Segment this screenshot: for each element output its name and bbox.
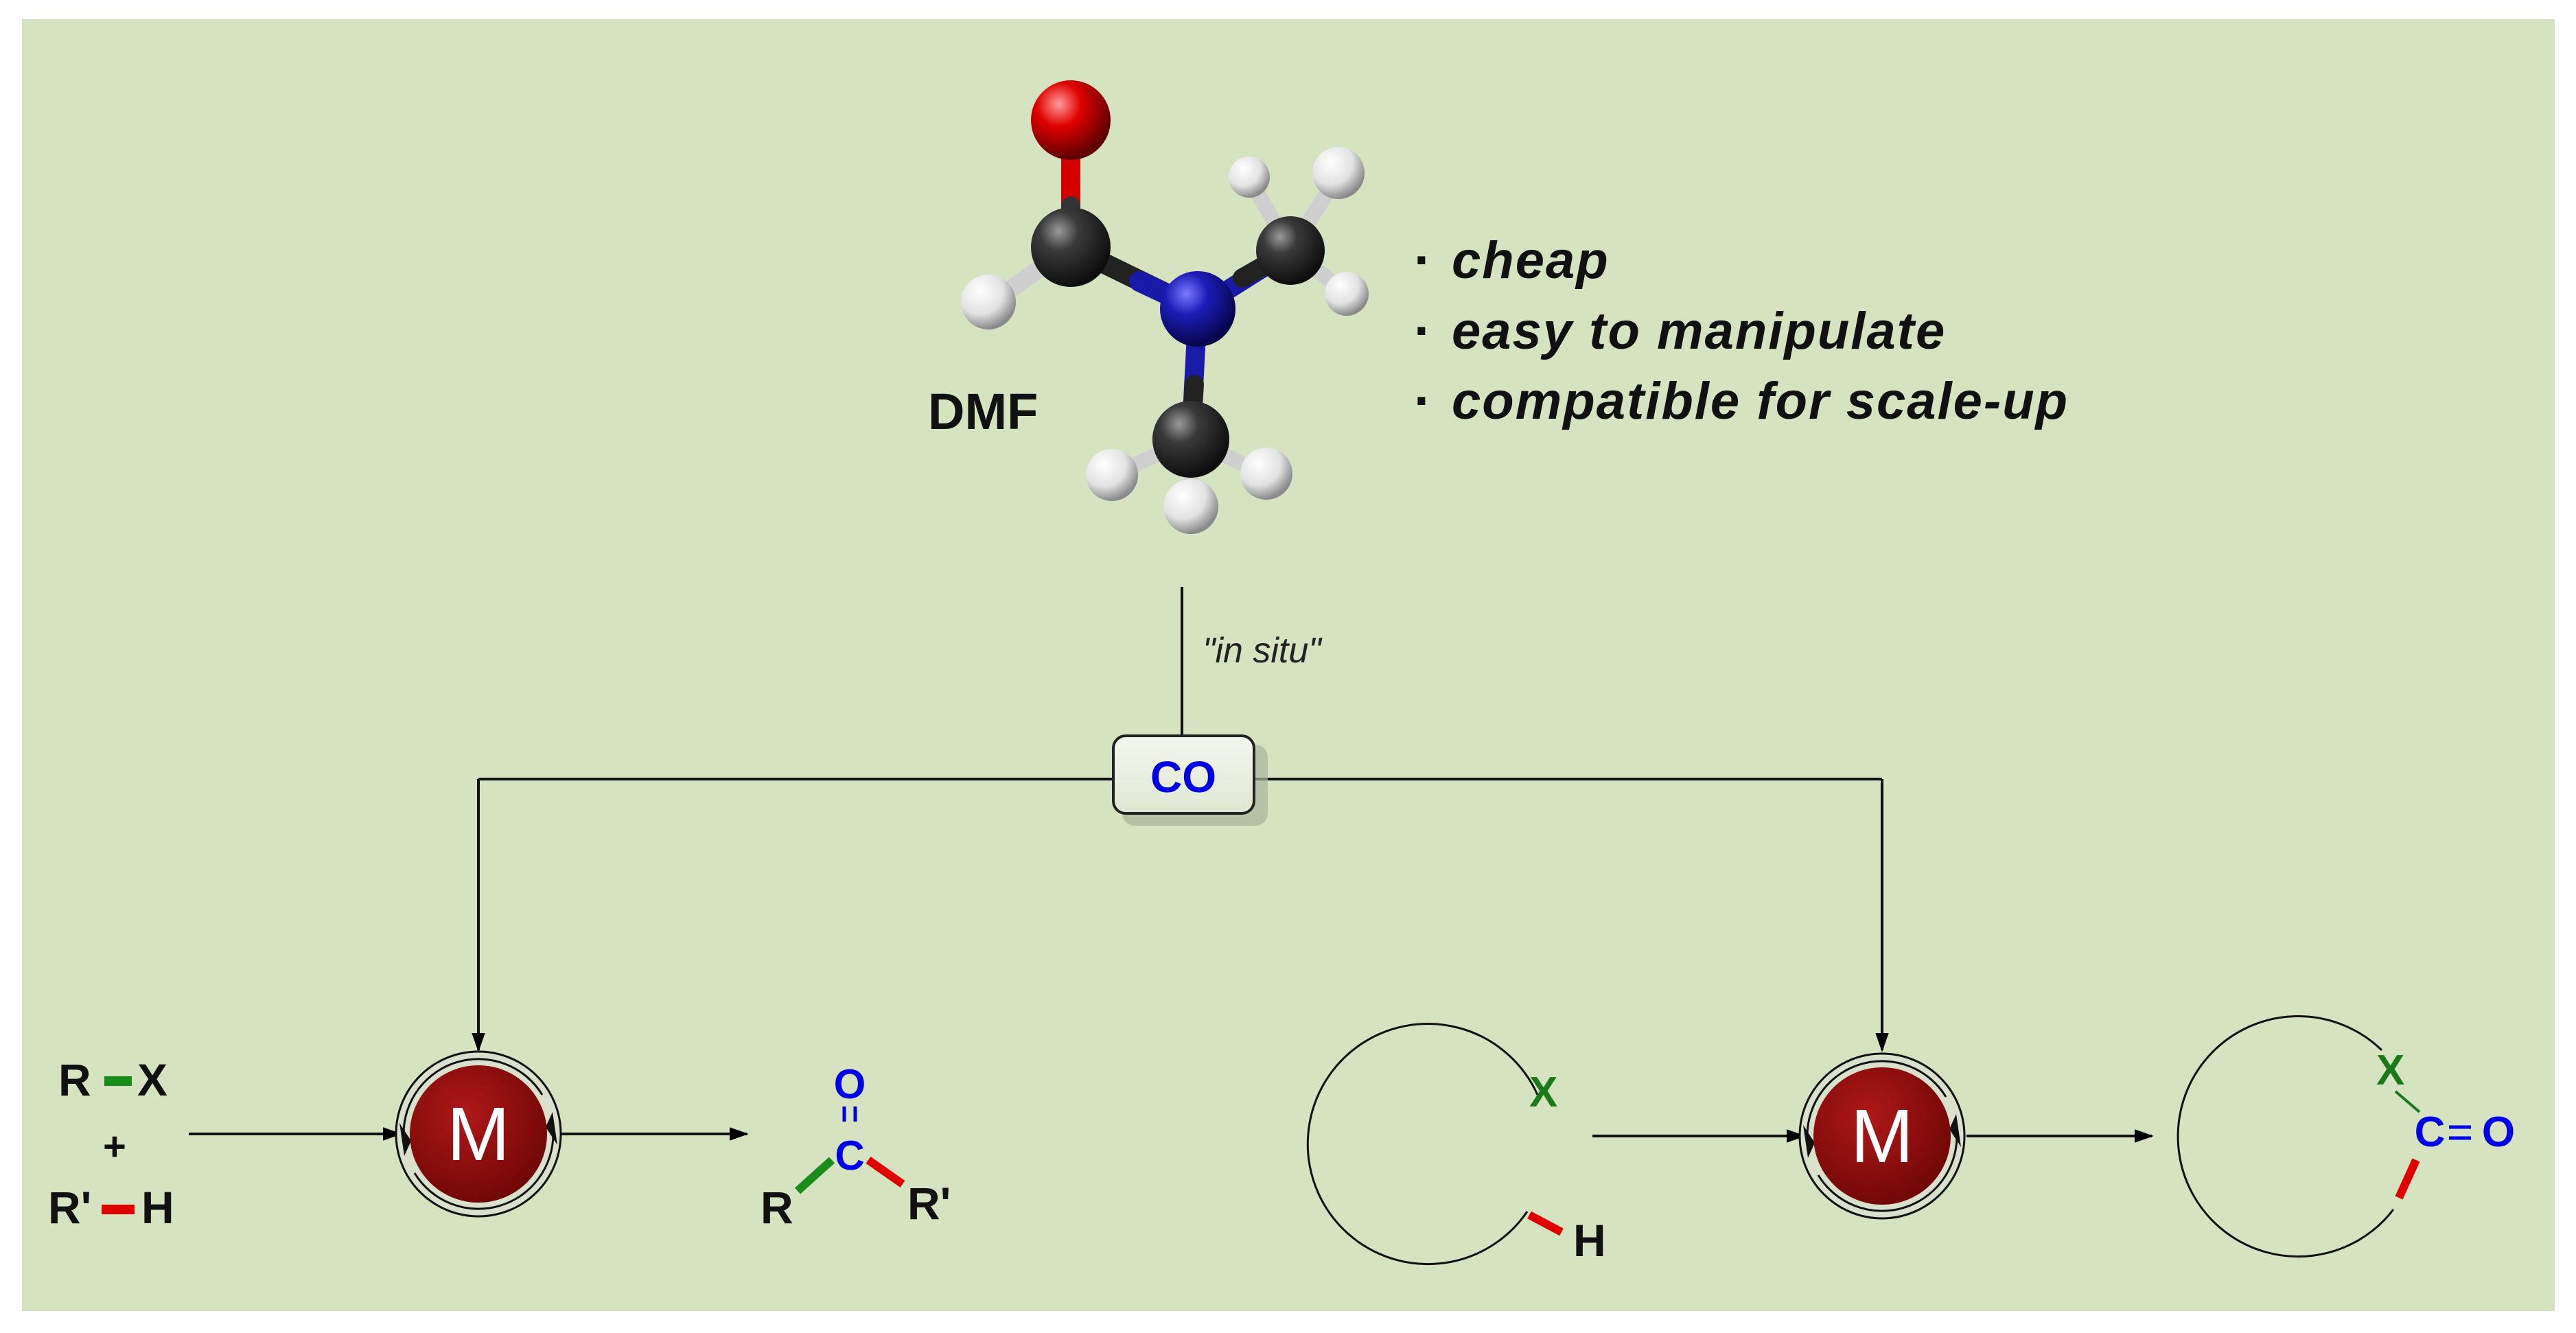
reactant-r-prime: R' [48, 1182, 91, 1233]
carbon-atom [1152, 401, 1229, 478]
bond-r-c-green [794, 1157, 835, 1194]
substrate-ring [1306, 1023, 1539, 1265]
bond-c-ring-red [2395, 1158, 2420, 1200]
product-x: X [2376, 1047, 2404, 1094]
metal-catalyst-left [410, 1065, 547, 1203]
oxygen-atom [1031, 80, 1111, 160]
hydrogen-atom [961, 275, 1016, 329]
substrate-x: X [1529, 1069, 1557, 1116]
hydrogen-atom [1240, 448, 1292, 500]
catalyst-label-right: M [1850, 1094, 1914, 1179]
substrate-h: H [1573, 1215, 1606, 1266]
right-reaction: X H M X C O [1306, 1015, 2515, 1266]
plus-sign: + [103, 1124, 126, 1169]
in-situ-label: "in situ" [1203, 631, 1323, 671]
product-o-right: O [2482, 1109, 2515, 1156]
bullet-1: · [1414, 229, 1432, 290]
property-scale-up: compatible for scale-up [1452, 372, 2069, 430]
hydrogen-atom [1229, 157, 1270, 198]
bullet-3: · [1414, 370, 1432, 430]
nitrogen-atom [1160, 271, 1235, 347]
reactant-r: R [58, 1054, 91, 1105]
reactant-x: X [137, 1054, 167, 1105]
co-label: CO [1150, 752, 1216, 802]
hydrogen-atom [1163, 479, 1218, 534]
carbon-atom [1031, 207, 1111, 287]
hydrogen-atom [1325, 272, 1369, 316]
bond-x-c [2394, 1090, 2421, 1113]
bond-c-h-red [1527, 1211, 1564, 1236]
product-ring [2177, 1015, 2395, 1258]
property-cheap: cheap [1452, 231, 1610, 290]
product-c: C [835, 1133, 864, 1179]
dmf-molecule-model [961, 80, 1369, 534]
left-reaction: R X + R' H M O C R R' [48, 1050, 951, 1233]
bond-c-r-red [866, 1157, 905, 1187]
metal-catalyst-right [1813, 1067, 1951, 1205]
property-list: · cheap · easy to manipulate · compatibl… [1414, 229, 2069, 430]
product-c-right: C [2415, 1109, 2446, 1156]
dmf-label: DMF [928, 383, 1038, 440]
co-box: CO [1112, 734, 1268, 826]
property-easy-to-manipulate: easy to manipulate [1452, 302, 1946, 360]
hydrogen-atom [1312, 147, 1365, 199]
reactant-h: H [141, 1182, 174, 1233]
product-r-prime: R' [907, 1178, 951, 1229]
catalyst-label-left: M [447, 1092, 510, 1176]
product-o: O [834, 1061, 866, 1107]
carbon-atom [1256, 216, 1325, 285]
product-r: R [761, 1182, 793, 1233]
hydrogen-atom [1086, 449, 1138, 501]
bullet-2: · [1414, 300, 1432, 360]
